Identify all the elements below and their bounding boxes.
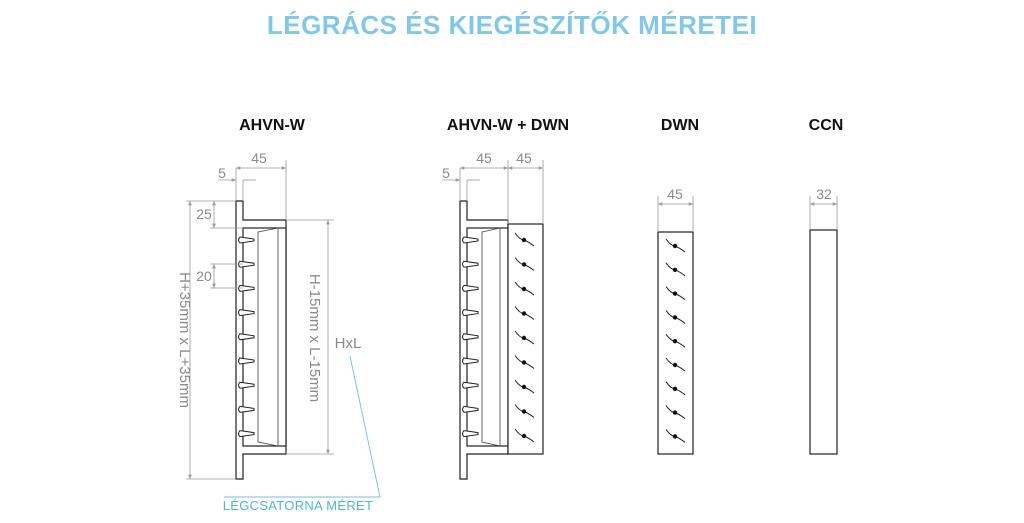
damper-pivot bbox=[521, 237, 527, 243]
dim-ahvn-w-hxl: HxL bbox=[335, 335, 362, 352]
damper-pivot bbox=[521, 409, 527, 414]
ccn-body bbox=[809, 229, 838, 455]
dim-ccn-32: 32 bbox=[816, 186, 832, 202]
dim-combo-damper-45: 45 bbox=[516, 150, 532, 166]
damper-pivot bbox=[521, 433, 527, 439]
grille-blade bbox=[238, 309, 255, 317]
damper-pivot bbox=[672, 243, 678, 249]
grille-blade bbox=[238, 333, 255, 341]
dim-ahvn-w-outer: H+35mm x L+35mm bbox=[176, 272, 193, 408]
label-dwn: DWN bbox=[661, 117, 699, 134]
dim-ahvn-w-inner: H-15mm x L-15mm bbox=[306, 274, 323, 402]
dim-ahvn-w-5: 5 bbox=[218, 165, 226, 181]
label-ccn: CCN bbox=[809, 117, 844, 134]
combo-damper-blades bbox=[514, 232, 535, 443]
damper-pivot bbox=[521, 311, 527, 316]
grille-blade bbox=[238, 357, 255, 365]
damper-pivot bbox=[521, 262, 527, 267]
dwn-damper-blades bbox=[665, 238, 686, 443]
dim-ahvn-w-25: 25 bbox=[196, 206, 212, 222]
ahvn-w-inner-panel bbox=[257, 227, 279, 447]
dim-ahvn-w-20: 20 bbox=[196, 268, 212, 284]
damper-pivot bbox=[672, 434, 678, 439]
ahvn-w-dwn-section: 45 45 5 bbox=[442, 150, 544, 480]
label-ahvn-w-dwn: AHVN-W + DWN bbox=[447, 117, 569, 134]
grille-blade bbox=[462, 405, 479, 413]
damper-pivot bbox=[672, 386, 678, 391]
grille-blade bbox=[238, 405, 255, 413]
ahvn-w-blades bbox=[238, 236, 255, 438]
damper-pivot bbox=[672, 362, 678, 368]
damper-pivot bbox=[521, 360, 527, 365]
damper-pivot bbox=[672, 315, 678, 320]
combo-damper-body bbox=[507, 223, 544, 455]
dim-dwn-45: 45 bbox=[667, 186, 683, 202]
dim-ahvn-w-45: 45 bbox=[251, 150, 267, 166]
label-ahvn-w: AHVN-W bbox=[239, 117, 306, 134]
note-leader-line bbox=[349, 355, 381, 498]
dim-combo-grille-45: 45 bbox=[476, 150, 492, 166]
grille-blade bbox=[462, 309, 479, 317]
damper-pivot bbox=[672, 410, 678, 415]
grille-blade bbox=[238, 284, 255, 292]
combo-grille-blades bbox=[462, 236, 479, 438]
grille-blade bbox=[462, 357, 479, 365]
damper-pivot bbox=[521, 335, 527, 341]
ahvn-w-section: 45 5 H+35mm x L+35mm 25 20 H-15mm x L-15… bbox=[176, 150, 381, 513]
damper-pivot bbox=[672, 267, 678, 272]
dim-combo-5: 5 bbox=[442, 165, 450, 181]
grille-blade bbox=[462, 333, 479, 341]
damper-pivot bbox=[521, 286, 527, 292]
grille-blade bbox=[462, 236, 479, 244]
ccn-section: 32 bbox=[809, 186, 838, 455]
grille-blade bbox=[238, 381, 255, 389]
grille-blade bbox=[462, 284, 479, 292]
grille-blade bbox=[238, 260, 255, 268]
grille-blade bbox=[238, 236, 255, 244]
grille-blade bbox=[462, 381, 479, 389]
page-title: LÉGRÁCS ÉS KIEGÉSZÍTŐK MÉRETEI bbox=[266, 10, 758, 40]
dwn-section: 45 bbox=[657, 186, 694, 455]
damper-pivot bbox=[672, 291, 678, 296]
grille-blade bbox=[462, 260, 479, 268]
note-duct-size: LÉGCSATORNA MÉRET bbox=[223, 498, 374, 513]
damper-pivot bbox=[521, 384, 527, 390]
damper-pivot bbox=[672, 339, 678, 344]
grille-blade bbox=[238, 430, 255, 438]
grille-blade bbox=[462, 430, 479, 438]
